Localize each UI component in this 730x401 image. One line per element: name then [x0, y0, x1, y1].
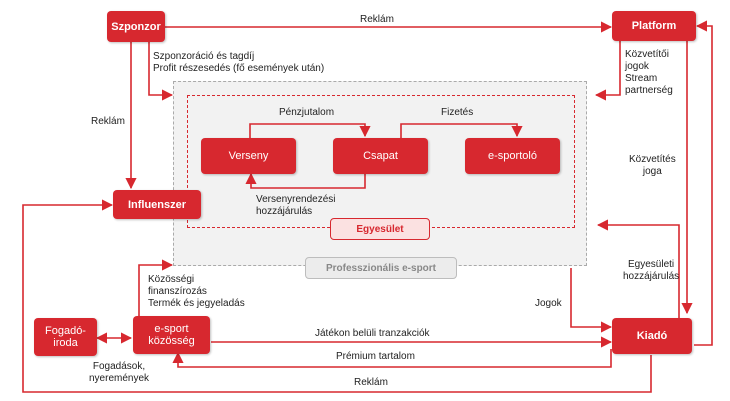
- tag-egyesulet: Egyesület: [330, 218, 430, 240]
- label-jogok: Jogok: [535, 298, 562, 309]
- label-kozossegi-line3: Termék és jegyeladás: [148, 298, 245, 309]
- label-fogadasok: Fogadások, nyeremények: [89, 361, 149, 385]
- node-fogadoiroda-line1: Fogadó-: [45, 325, 86, 337]
- node-verseny-label: Verseny: [228, 150, 269, 162]
- label-egyesuleti: Egyesületi hozzájárulás: [623, 259, 679, 283]
- arrow-publisher-community: [172, 349, 612, 368]
- label-penzjutalom: Pénzjutalom: [279, 107, 335, 118]
- label-kozvetitoi-line1: Közvetítői: [625, 49, 669, 60]
- node-fogadoiroda-line2: iroda: [53, 337, 78, 349]
- label-szponzoracio: Szponzoráció és tagdíj Profit részesedés…: [153, 51, 324, 75]
- label-kozvetitoi-line2: jogok: [625, 61, 649, 72]
- node-verseny: Verseny: [201, 138, 296, 174]
- label-szponzoracio-line1: Szponzoráció és tagdíj: [153, 51, 255, 62]
- label-versenyrendezesi-line2: hozzájárulás: [256, 206, 313, 217]
- arrow-publisher-platform: [694, 20, 713, 346]
- node-kiado: Kiadó: [612, 318, 692, 354]
- label-jatekon-beluli: Játékon belüli tranzakciók: [315, 328, 430, 339]
- label-fogadasok-line1: Fogadások,: [92, 361, 146, 372]
- arrow-proesport-publisher: [570, 268, 613, 333]
- arrow-publisher-influencer: [22, 199, 652, 393]
- label-versenyrendezesi: Versenyrendezési hozzájárulás: [256, 194, 336, 218]
- label-egyesuleti-line2: hozzájárulás: [623, 271, 680, 282]
- label-egyesuleti-line1: Egyesületi: [628, 259, 675, 270]
- label-kozvetites-joga-line2: joga: [642, 166, 662, 177]
- node-szponzor-label: Szponzor: [111, 20, 161, 33]
- node-kozosseg-line1: e-sport: [154, 323, 189, 335]
- label-reklam-bottom: Reklám: [354, 377, 388, 388]
- node-szponzor: Szponzor: [107, 11, 165, 42]
- label-kozvetitoi: Közvetítői jogok Stream partnerség: [625, 49, 673, 97]
- label-kozossegi-line2: finanszírozás: [148, 286, 207, 297]
- node-fogadoiroda: Fogadó- iroda: [34, 318, 97, 356]
- arrow-versenyrendezesi: [245, 172, 366, 189]
- arrow-community-proesport: [138, 259, 174, 316]
- label-fogadasok-line2: nyeremények: [89, 373, 150, 384]
- arrow-sponsor-proesport: [148, 42, 174, 101]
- node-platform: Platform: [612, 11, 696, 41]
- label-fizetes: Fizetés: [441, 107, 474, 118]
- node-csapat-label: Csapat: [363, 150, 398, 162]
- tag-professzionalis-label: Professzionális e-sport: [325, 262, 437, 274]
- label-kozvetites-joga-line1: Közvetítés: [629, 154, 676, 165]
- label-kozvetites-joga: Közvetítés joga: [629, 154, 676, 178]
- label-versenyrendezesi-line1: Versenyrendezési: [256, 194, 336, 205]
- node-csapat: Csapat: [333, 138, 428, 174]
- tag-professzionalis: Professzionális e-sport: [305, 257, 457, 279]
- label-kozvetitoi-line3: Stream: [625, 73, 658, 84]
- label-reklam-top: Reklám: [360, 14, 394, 25]
- label-kozvetitoi-line4: partnerség: [625, 85, 673, 96]
- arrow-platform-proesport: [594, 41, 621, 101]
- label-kozossegi: Közösségi finanszírozás Termék és jegyel…: [148, 274, 245, 310]
- arrow-publisher-platform-side: [697, 354, 718, 381]
- node-kiado-label: Kiadó: [636, 330, 668, 342]
- arrow-fizetes: [400, 123, 523, 138]
- label-premium: Prémium tartalom: [336, 351, 415, 362]
- node-kozosseg: e-sport közösség: [133, 316, 210, 354]
- label-szponzoracio-line2: Profit részesedés (fő események után): [153, 63, 325, 74]
- node-esportolo-label: e-sportoló: [488, 150, 537, 162]
- arrow-publisher-proesport: [596, 219, 680, 318]
- arrow-penzjutalom: [249, 123, 371, 138]
- tag-egyesulet-label: Egyesület: [356, 223, 404, 235]
- label-kozossegi-line1: Közösségi: [148, 274, 195, 285]
- node-influenszer: Influenszer: [113, 190, 201, 219]
- node-esportolo: e-sportoló: [465, 138, 560, 174]
- label-reklam-left: Reklám: [91, 116, 125, 127]
- node-influenszer-label: Influenszer: [127, 198, 187, 211]
- node-platform-label: Platform: [631, 20, 677, 32]
- node-kozosseg-line2: közösség: [148, 335, 195, 347]
